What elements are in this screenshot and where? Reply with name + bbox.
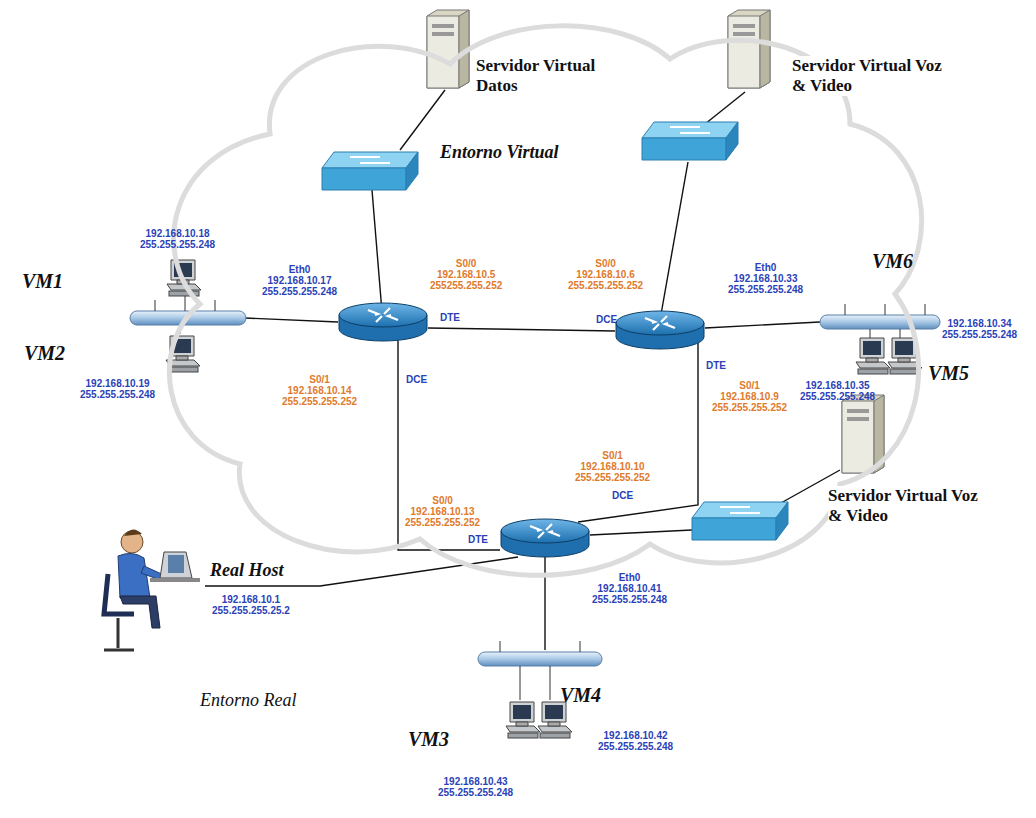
- region-title: Entorno Virtual: [440, 142, 559, 163]
- ip-address: 192.168.10.34 255.255.255.248: [942, 318, 1017, 340]
- vm-name: VM2: [24, 342, 65, 365]
- cloud-outline: [150, 14, 940, 586]
- ip-address: 192.168.10.19 255.255.255.248: [80, 378, 155, 400]
- vm-name: VM1: [22, 270, 63, 293]
- serial-interface: S0/0 192.168.10.6 255.255.255.252: [568, 258, 643, 291]
- dce-label: DCE: [406, 374, 427, 385]
- serial-interface: S0/0 192.168.10.5 255255.255.252: [430, 258, 502, 291]
- devices: [166, 10, 922, 738]
- ip-address: 192.168.10.43 255.255.255.248: [438, 776, 513, 798]
- server-label: Servidor Virtual Datos: [476, 56, 626, 96]
- ip-address: 192.168.10.42 255.255.255.248: [598, 730, 673, 752]
- serial-interface: S0/1 192.168.10.9 255.255.255.252: [712, 380, 787, 413]
- vm-name: VM5: [928, 362, 969, 385]
- dte-label: DTE: [468, 534, 488, 545]
- vm-name: VM3: [408, 728, 449, 751]
- ip-address: 192.168.10.18 255.255.255.248: [140, 228, 215, 250]
- person-at-laptop: [104, 529, 200, 650]
- dce-label: DCE: [596, 314, 617, 325]
- vm-name: VM4: [560, 684, 601, 707]
- dte-label: DTE: [706, 360, 726, 371]
- serial-interface: S0/1 192.168.10.14 255.255.255.252: [282, 374, 357, 407]
- links: [205, 90, 840, 650]
- ip-address: 192.168.10.35 255.255.255.248: [800, 380, 875, 402]
- server-label: Servidor Virtual Voz & Video: [792, 56, 942, 96]
- virtual-cloud: Entorno Virtual: [150, 14, 940, 586]
- hubs: [130, 296, 940, 700]
- serial-interface: S0/0 192.168.10.13 255.255.255.252: [405, 495, 480, 528]
- interface-label: Eth0 192.168.10.41 255.255.255.248: [592, 572, 667, 605]
- dte-label: DTE: [440, 312, 460, 323]
- ip-address: 192.168.10.1 255.255.255.25.2: [212, 594, 290, 616]
- interface-label: Eth0 192.168.10.17 255.255.255.248: [262, 264, 337, 297]
- environment-label: Entorno Real: [200, 690, 297, 711]
- serial-interface: S0/1 192.168.10.10 255.255.255.252: [575, 450, 650, 483]
- host-label: Real Host: [210, 560, 284, 581]
- dce-label: DCE: [612, 490, 633, 501]
- vm-name: VM6: [872, 250, 913, 273]
- interface-label: Eth0 192.168.10.33 255.255.255.248: [728, 262, 803, 295]
- server-label: Servidor Virtual Voz & Video: [828, 486, 978, 526]
